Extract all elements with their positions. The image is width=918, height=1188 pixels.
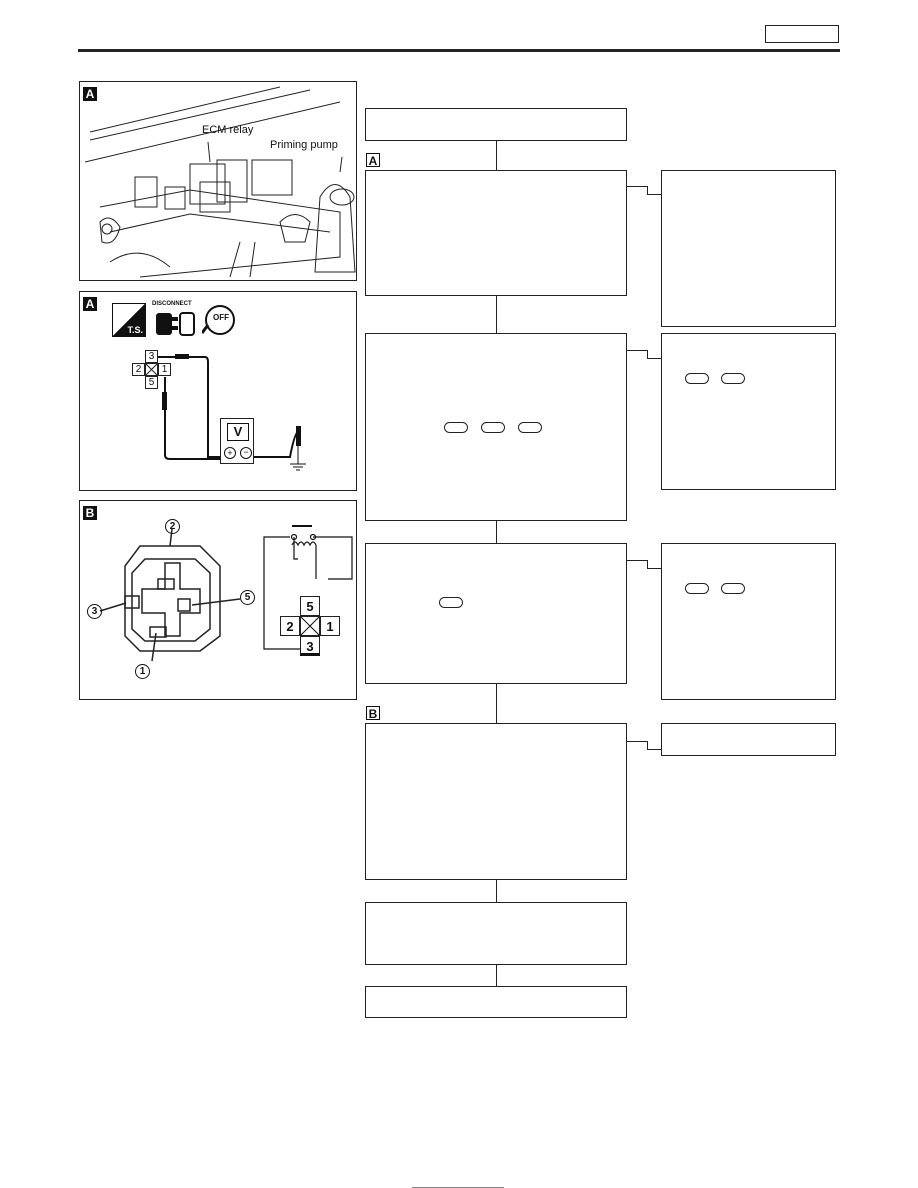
- terminal-3: 3: [145, 350, 158, 363]
- terminal-5: 5: [145, 376, 158, 389]
- flow-branch: [647, 560, 648, 568]
- page-code-box: [765, 25, 839, 43]
- flow-branch: [647, 749, 662, 750]
- key-off-label: OFF: [213, 313, 229, 322]
- flow-branch: [647, 358, 662, 359]
- flow-branch: [647, 741, 648, 749]
- schematic-terminal-1: 1: [320, 616, 340, 636]
- minus-terminal-icon: −: [240, 447, 252, 459]
- callout-1: 1: [135, 664, 150, 679]
- flow-branch: [627, 560, 647, 561]
- flow-step-4: [365, 543, 627, 684]
- test-procedure-icon: T.S.: [112, 303, 146, 337]
- flow-result-4: [661, 723, 836, 756]
- voltage-check-panel: A T.S. DISCONNECT OFF 3 2 1 5: [79, 291, 357, 491]
- connector-symbol: [685, 373, 709, 384]
- terminal-1: 1: [158, 363, 171, 376]
- flow-tag-b: B: [366, 706, 380, 721]
- callout-2: 2: [165, 519, 180, 534]
- flow-branch: [627, 350, 647, 351]
- probe-wiring: [158, 354, 306, 471]
- flow-branch: [627, 741, 647, 742]
- flow-result-3: [661, 543, 836, 700]
- plus-terminal-icon: +: [224, 447, 236, 459]
- flow-branch: [627, 186, 647, 187]
- ecm-relay-label: ECM relay: [202, 124, 254, 136]
- relay-location-panel: A ECM relay Priming pump: [79, 81, 357, 281]
- flow-branch: [647, 186, 648, 194]
- header-rule: [78, 49, 840, 52]
- key-off-icon: OFF: [200, 303, 242, 337]
- schematic-terminal-center: [300, 616, 320, 636]
- flow-result-2: [661, 333, 836, 490]
- flow-step-7: [365, 986, 627, 1018]
- flow-branch: [647, 568, 662, 569]
- panel-tag: A: [83, 297, 97, 311]
- connector-symbol: [439, 597, 463, 608]
- schematic-terminal-5: 5: [300, 596, 320, 616]
- terminal-center: [145, 363, 158, 376]
- relay-schematic: [263, 525, 353, 650]
- priming-pump-label: Priming pump: [270, 139, 338, 151]
- flow-step-5: [365, 723, 627, 880]
- flow-step-1: [365, 108, 627, 141]
- callout-5: 5: [240, 590, 255, 605]
- disconnect-label: DISCONNECT: [152, 301, 192, 307]
- schematic-terminal-2: 2: [280, 616, 300, 636]
- flow-tag-a: A: [366, 153, 380, 168]
- flow-step-2: [365, 170, 627, 296]
- voltmeter-display: V: [227, 423, 249, 441]
- flow-step-3: [365, 333, 627, 521]
- panel-tag: B: [83, 506, 97, 520]
- flow-connector: [496, 141, 497, 170]
- terminal-2: 2: [132, 363, 145, 376]
- panel-tag: A: [83, 87, 97, 101]
- flow-step-6: [365, 902, 627, 965]
- flow-result-1: [661, 170, 836, 327]
- flow-connector: [496, 880, 497, 902]
- relay-box-illustration: [84, 86, 356, 278]
- flow-connector: [496, 521, 497, 543]
- connector-symbol: [444, 422, 468, 433]
- connector-symbol: [721, 583, 745, 594]
- schematic-terminal-3: 3: [300, 636, 320, 656]
- flow-connector: [496, 965, 497, 986]
- flow-connector: [496, 684, 497, 723]
- connector-symbol: [685, 583, 709, 594]
- connector-symbol: [721, 373, 745, 384]
- relay-socket-illustration: [99, 528, 241, 662]
- voltmeter: V + −: [220, 418, 254, 464]
- connector-symbol: [518, 422, 542, 433]
- callout-3: 3: [87, 604, 102, 619]
- flow-branch: [647, 194, 662, 195]
- flow-branch: [647, 350, 648, 358]
- ts-label: T.S.: [127, 325, 143, 335]
- relay-terminals-panel: B 2 3 5 1: [79, 500, 357, 700]
- disconnect-icon: DISCONNECT: [152, 301, 198, 339]
- flow-connector: [496, 296, 497, 333]
- connector-symbol: [481, 422, 505, 433]
